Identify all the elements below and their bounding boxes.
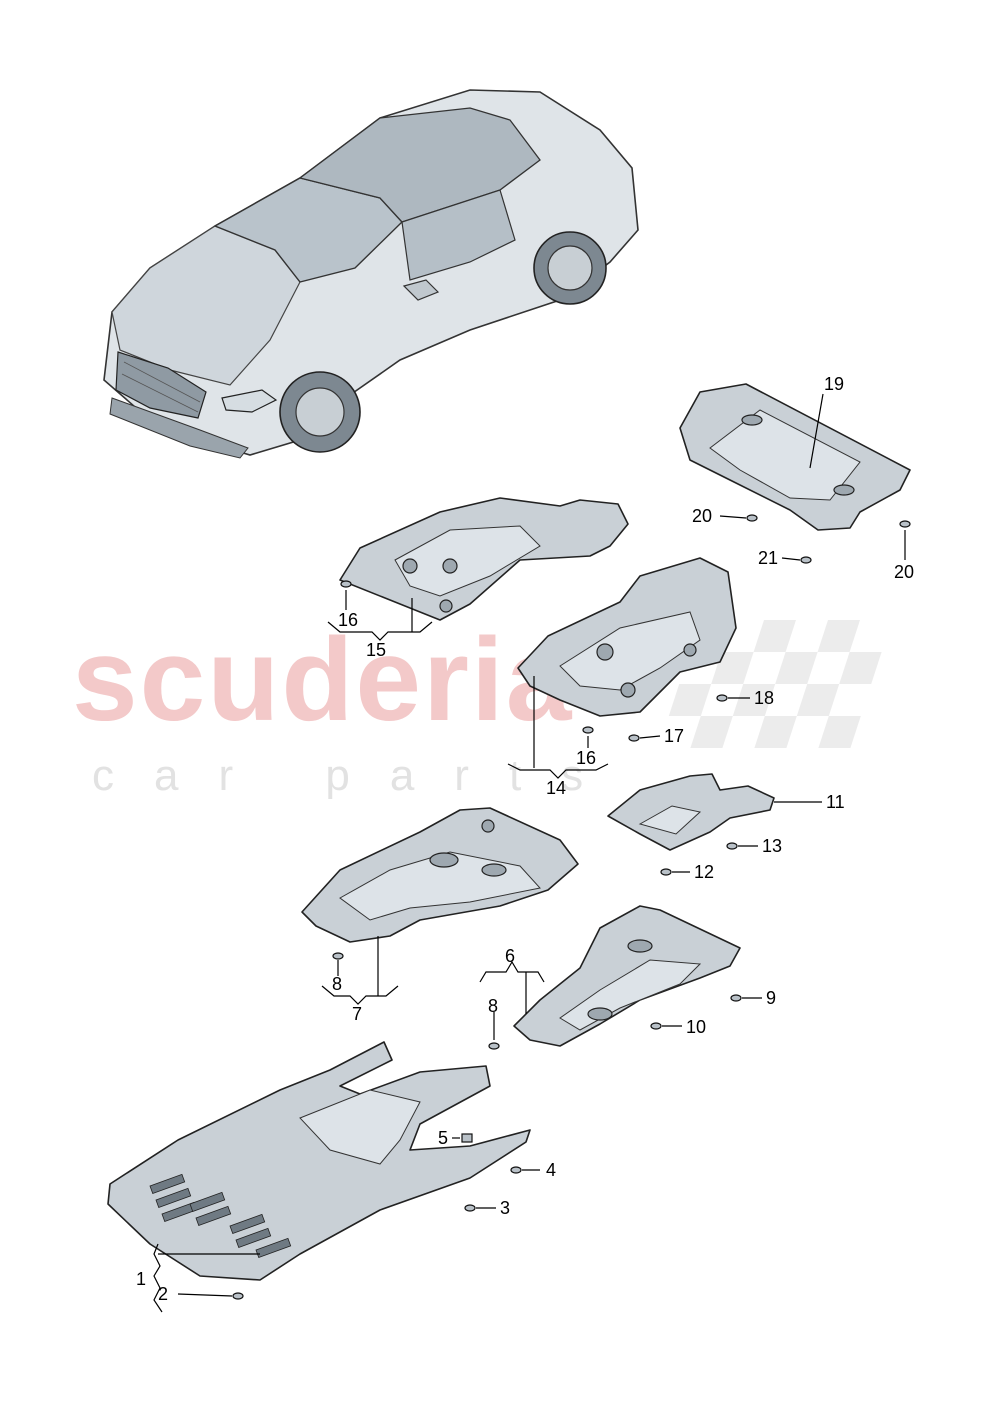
watermark-sub-text: car parts xyxy=(92,751,623,800)
car-hood xyxy=(111,225,301,386)
fastener-13 xyxy=(726,842,738,850)
part-7-underbody-panel xyxy=(301,807,579,943)
callout-3: 3 xyxy=(500,1198,510,1218)
part-7-mount-2 xyxy=(481,863,507,877)
fastener-18 xyxy=(716,694,728,702)
callout-7: 7 xyxy=(352,1004,362,1024)
callout-13: 13 xyxy=(762,836,782,856)
fastener-12 xyxy=(660,868,672,876)
part-15-recess xyxy=(394,525,541,597)
fastener-16-upper xyxy=(340,580,352,588)
callout-4: 4 xyxy=(546,1160,556,1180)
fastener-8-left xyxy=(332,952,344,960)
callout-20-right: 20 xyxy=(894,562,914,582)
car-front-wheel-rim xyxy=(295,387,345,437)
part-7-mount-3 xyxy=(481,819,495,833)
callout-1: 1 xyxy=(136,1269,146,1289)
part-11-grate xyxy=(638,805,702,835)
part-19-rear-underbody-panel xyxy=(679,383,911,531)
part-11-small-shield xyxy=(607,773,775,851)
part-6-underbody-panel xyxy=(513,905,741,1047)
part-14-recess xyxy=(559,611,701,691)
car-headlight xyxy=(221,389,278,413)
callout-11: 11 xyxy=(826,792,845,812)
part-6-mount-1 xyxy=(627,939,653,953)
part-19-recess xyxy=(709,409,861,501)
car-rear-wheel-rim xyxy=(547,245,593,291)
fastener-20-right xyxy=(899,520,911,528)
fastener-16-lower xyxy=(582,726,594,734)
fastener-10 xyxy=(650,1022,662,1030)
fastener-20-left xyxy=(746,514,758,522)
part-14-mount-3 xyxy=(683,643,697,657)
watermark-checkered-flag xyxy=(668,620,882,748)
callout-20-left: 20 xyxy=(692,506,712,526)
car-side-window xyxy=(401,189,516,281)
car-grille xyxy=(115,351,207,419)
callout-8-left: 8 xyxy=(332,974,342,994)
callout-14: 14 xyxy=(546,778,566,798)
fastener-2 xyxy=(232,1292,244,1300)
watermark: scuderia car parts xyxy=(72,614,882,800)
fastener-3 xyxy=(464,1204,476,1212)
fastener-21 xyxy=(800,556,812,564)
grille-bar-2 xyxy=(121,373,199,413)
callout-17: 17 xyxy=(664,726,684,746)
car-illustration xyxy=(103,89,639,459)
part-14-mount-1 xyxy=(596,643,614,661)
part-19-mount-2 xyxy=(833,484,855,496)
car-roof xyxy=(298,107,541,223)
callout-5: 5 xyxy=(438,1128,448,1148)
fastener-5 xyxy=(461,1133,473,1143)
callout-15: 15 xyxy=(366,640,386,660)
part-14-underbody-panel xyxy=(517,557,737,717)
callout-19: 19 xyxy=(824,374,844,394)
grille-bar-1 xyxy=(123,361,201,403)
callout-12: 12 xyxy=(694,862,714,882)
callout-2: 2 xyxy=(158,1284,168,1304)
part-1-main-underbody-panel xyxy=(107,1041,531,1281)
callout-labels: 1 2 3 4 5 6 7 8 8 9 10 11 12 13 14 15 16… xyxy=(136,374,914,1304)
part-1-vent-grilles xyxy=(149,1173,292,1259)
callout-16-upper: 16 xyxy=(338,610,358,630)
part-15-underbody-panel xyxy=(339,497,629,621)
fastener-17 xyxy=(628,734,640,742)
part-6-mount-2 xyxy=(587,1007,613,1021)
part-15-mount-1 xyxy=(402,558,418,574)
callout-10: 10 xyxy=(686,1017,706,1037)
leader-lines xyxy=(153,393,906,1313)
part-19-mount-1 xyxy=(741,414,763,426)
fastener-9 xyxy=(730,994,742,1002)
fastener-4 xyxy=(510,1166,522,1174)
fastener-8-right xyxy=(488,1042,500,1050)
part-7-mount-1 xyxy=(429,852,459,868)
part-14-mount-2 xyxy=(620,682,636,698)
part-15-mount-3 xyxy=(439,599,453,613)
callout-16-lower: 16 xyxy=(576,748,596,768)
callout-8-right: 8 xyxy=(488,996,498,1016)
watermark-main-text: scuderia xyxy=(72,614,573,746)
callout-21: 21 xyxy=(758,548,778,568)
part-15-mount-2 xyxy=(442,558,458,574)
part-1-tunnel-recess xyxy=(299,1089,421,1165)
part-1-shape xyxy=(107,1041,531,1281)
callout-18: 18 xyxy=(754,688,774,708)
callout-6: 6 xyxy=(505,946,515,966)
car-lower-intake xyxy=(109,397,249,459)
car-mirror xyxy=(402,279,440,301)
callout-9: 9 xyxy=(766,988,776,1008)
